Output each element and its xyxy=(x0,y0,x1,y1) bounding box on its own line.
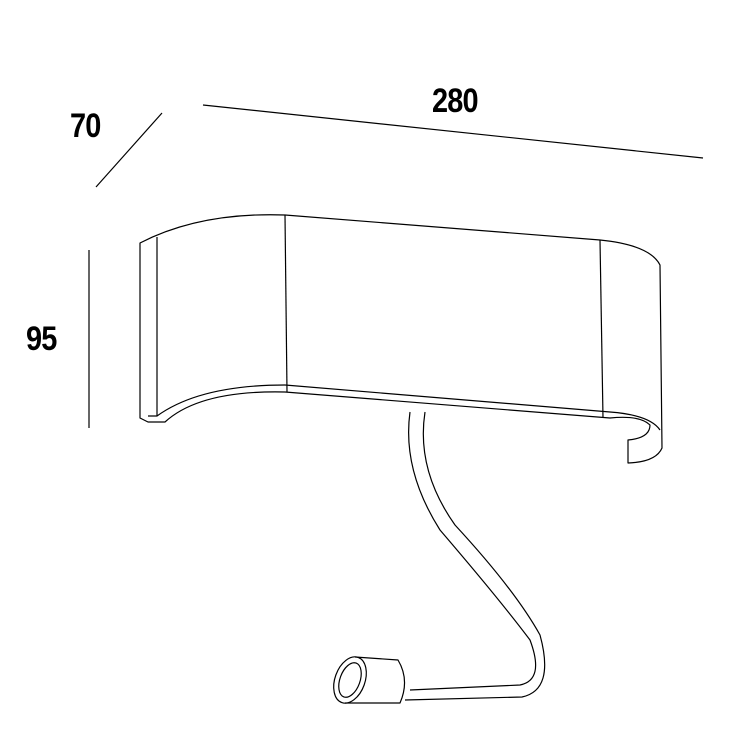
width-dimension-line xyxy=(202,104,704,159)
depth-dimension-line xyxy=(95,112,163,188)
gooseneck-arm xyxy=(404,411,546,701)
depth-label: 70 xyxy=(70,107,101,145)
lamp-head xyxy=(333,656,406,704)
width-label: 280 xyxy=(432,82,479,120)
height-label: 95 xyxy=(26,320,57,358)
lamp-body xyxy=(139,214,663,464)
